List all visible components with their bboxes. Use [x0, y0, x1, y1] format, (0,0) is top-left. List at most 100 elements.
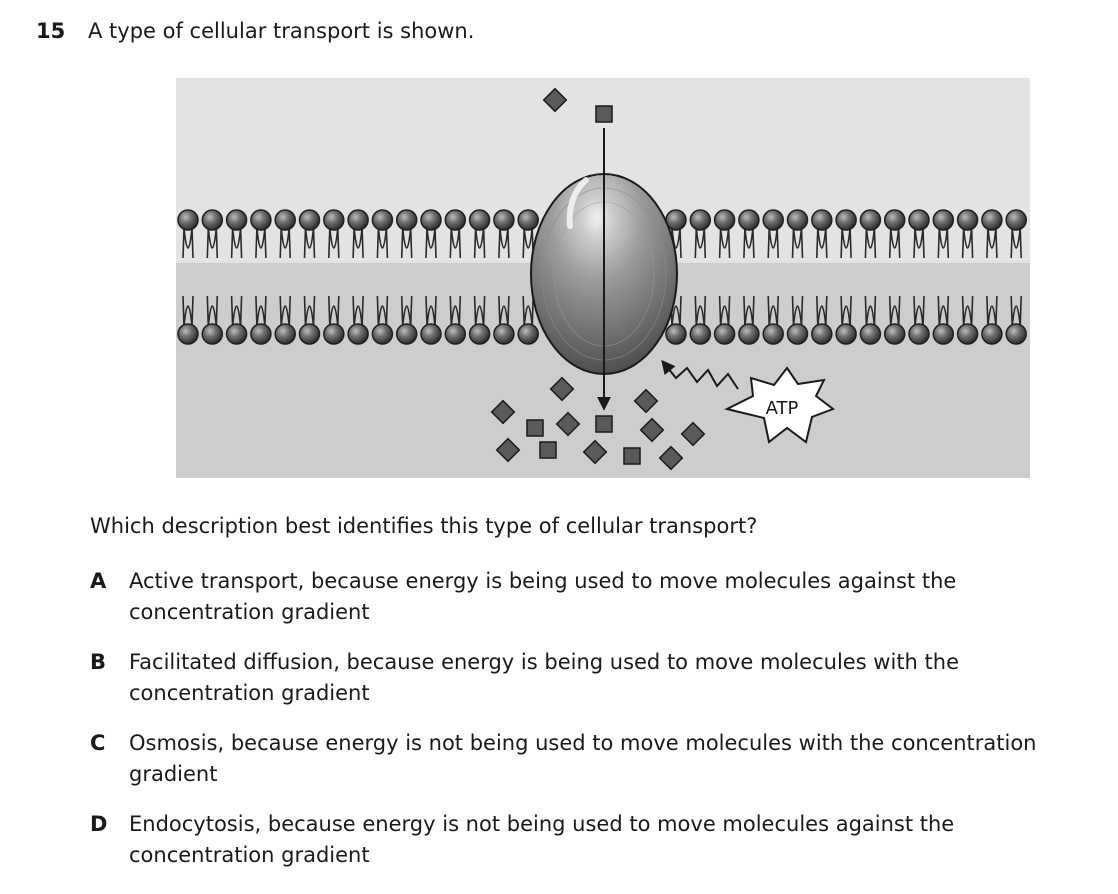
answer-choice-c[interactable]: C Osmosis, because energy is not being u…	[90, 728, 1100, 790]
answer-choice-d[interactable]: D Endocytosis, because energy is not bei…	[90, 809, 1100, 871]
lipid-head	[811, 209, 833, 231]
lipid-head	[298, 323, 321, 345]
lipid-head	[225, 209, 248, 231]
molecule	[539, 441, 557, 459]
lipid-head	[835, 323, 857, 345]
lipid-head	[981, 209, 1003, 231]
lipid-head	[932, 323, 955, 345]
lipid-tail	[864, 295, 877, 327]
lipid-head	[956, 209, 979, 231]
lipid-tail	[230, 227, 243, 259]
lipid-head	[859, 209, 882, 231]
lipid-tail	[986, 227, 998, 259]
lipid-head	[738, 209, 760, 231]
lipid-tail	[767, 295, 779, 327]
lipid-tail	[743, 227, 755, 259]
lipid-head	[323, 323, 345, 345]
lipid-head	[956, 323, 979, 345]
choice-letter: C	[90, 731, 106, 755]
lipid-head	[1005, 323, 1027, 345]
lipid-tail	[279, 295, 291, 327]
lipid-head	[468, 209, 491, 231]
molecule	[555, 411, 581, 437]
lipid-head	[859, 323, 882, 345]
lipid-head	[517, 209, 539, 231]
lipid-tail	[791, 227, 804, 259]
energy-zigzag-arrow	[661, 359, 739, 390]
lipid-tail	[425, 295, 437, 327]
lipid-head	[493, 323, 515, 345]
question-stem: A type of cellular transport is shown.	[88, 19, 475, 43]
lipid-tail	[767, 227, 779, 259]
lipid-tail	[961, 295, 974, 327]
lipid-head	[468, 323, 491, 345]
lipid-head	[395, 209, 418, 231]
lipid-tail	[498, 295, 510, 327]
lipid-head	[883, 323, 906, 345]
answer-choice-a[interactable]: A Active transport, because energy is be…	[90, 566, 1100, 628]
lipid-head	[444, 209, 467, 231]
lipid-tail	[864, 227, 877, 259]
lipid-head	[250, 323, 272, 345]
lipid-tail	[1010, 227, 1022, 259]
molecule	[639, 417, 665, 443]
lipid-head	[883, 209, 906, 231]
molecule	[582, 439, 608, 465]
question-number: 15	[36, 19, 66, 43]
lipid-tail	[473, 227, 486, 259]
molecule	[549, 376, 575, 402]
lipid-tail	[840, 295, 852, 327]
lipid-head	[517, 323, 539, 345]
lipid-tail	[913, 227, 925, 259]
lipid-head	[713, 209, 736, 231]
lipid-head	[981, 323, 1003, 345]
lipid-tail	[913, 295, 925, 327]
choice-letter: B	[90, 650, 107, 674]
lipid-tail	[400, 227, 413, 259]
lipid-head	[420, 209, 442, 231]
lipid-head	[250, 209, 272, 231]
choice-text: Osmosis, because energy is not being use…	[129, 731, 1037, 786]
lipid-tail	[255, 227, 267, 259]
lipid-head	[225, 323, 248, 345]
lipid-head	[201, 209, 224, 231]
lipid-tail	[400, 295, 413, 327]
lipid-tail	[961, 227, 974, 259]
lipid-tail	[743, 295, 755, 327]
lipid-bilayer-left	[177, 209, 539, 345]
cell-membrane-diagram: ATP	[176, 78, 1030, 478]
lipid-tail	[449, 227, 462, 259]
answer-choice-b[interactable]: B Facilitated diffusion, because energy …	[90, 647, 1100, 709]
lipid-head	[371, 209, 394, 231]
lipid-tail	[1010, 295, 1022, 327]
lipid-head	[177, 323, 199, 345]
question-prompt: Which description best identifies this t…	[90, 514, 758, 538]
choice-letter: D	[90, 812, 108, 836]
lipid-tail	[376, 227, 389, 259]
lipid-tail	[816, 295, 828, 327]
molecule	[680, 421, 706, 447]
lipid-tail	[352, 295, 364, 327]
molecule	[658, 445, 684, 471]
lipid-head	[786, 209, 809, 231]
lipid-head	[298, 209, 321, 231]
lipid-tail	[303, 295, 316, 327]
lipid-tail	[498, 227, 510, 259]
lipid-head	[713, 323, 736, 345]
lipid-tail	[718, 227, 731, 259]
lipid-head	[274, 323, 296, 345]
lipid-head	[177, 209, 199, 231]
lipid-tail	[840, 227, 852, 259]
lipid-head	[395, 323, 418, 345]
lipid-head	[347, 209, 369, 231]
lipid-head	[689, 323, 712, 345]
lipid-head	[762, 323, 784, 345]
molecule	[542, 87, 568, 113]
lipid-head	[689, 209, 712, 231]
lipid-tail	[352, 227, 364, 259]
choice-text: Endocytosis, because energy is not being…	[129, 812, 955, 867]
molecule	[526, 419, 544, 437]
lipid-tail	[206, 295, 219, 327]
molecule	[595, 105, 613, 123]
lipid-head	[493, 209, 515, 231]
